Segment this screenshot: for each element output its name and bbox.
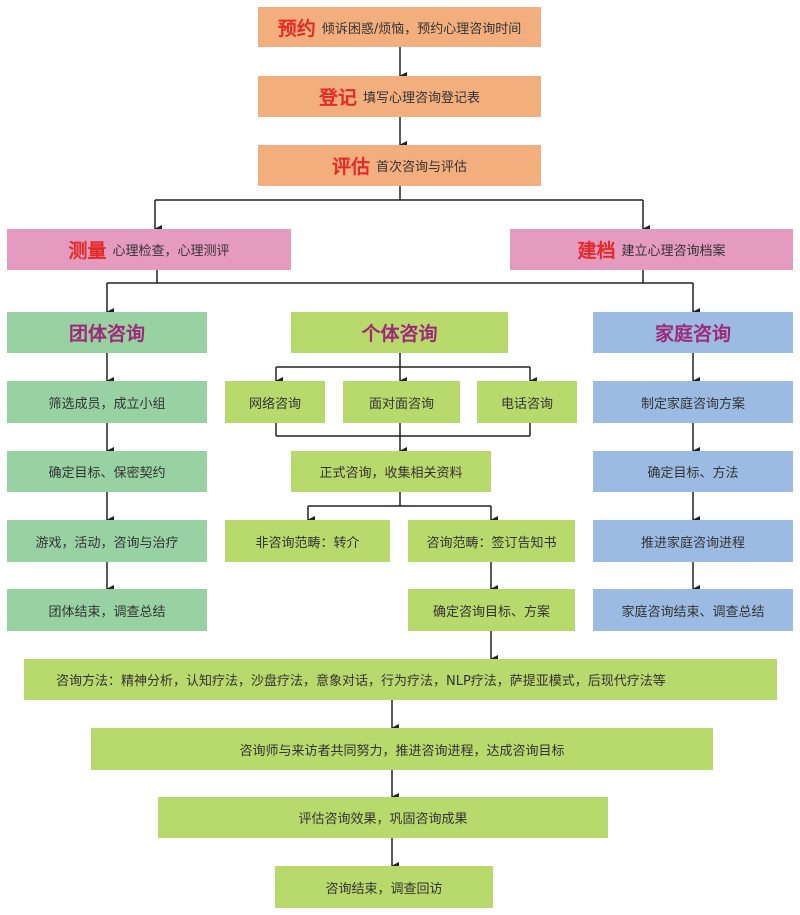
- family-step: 家庭咨询结束、调查总结: [593, 589, 793, 631]
- step-assessment: 评估首次咨询与评估: [258, 145, 541, 186]
- group-step: 确定目标、保密契约: [7, 451, 207, 492]
- counseling-methods: 咨询方法：精神分析，认知疗法，沙盘疗法，意象对话，行为疗法，NLP疗法，萨提亚模…: [24, 659, 777, 700]
- end-follow-up: 咨询结束，调查回访: [275, 866, 493, 908]
- step-text: 倾诉困惑/烦恼，预约心理咨询时间: [321, 21, 522, 37]
- mode-phone: 电话咨询: [477, 381, 577, 423]
- group-step: 游戏，活动，咨询与治疗: [7, 520, 207, 562]
- mode-face-to-face: 面对面咨询: [343, 381, 460, 423]
- step-key: 评估: [331, 156, 370, 178]
- family-step: 制定家庭咨询方案: [593, 381, 793, 423]
- step-text: 建立心理咨询档案: [621, 244, 726, 259]
- family-step: 确定目标、方法: [593, 451, 793, 492]
- formal-counseling: 正式咨询，收集相关资料: [291, 451, 491, 492]
- step-key: 预约: [277, 17, 316, 40]
- step-key: 建档: [577, 240, 616, 262]
- family-counseling-title: 家庭咨询: [593, 312, 793, 353]
- step-archive: 建档建立心理咨询档案: [510, 229, 793, 270]
- step-key: 测量: [68, 240, 107, 262]
- joint-effort: 咨询师与来访者共同努力，推进咨询进程，达成咨询目标: [91, 728, 713, 770]
- group-counseling-title: 团体咨询: [7, 312, 207, 353]
- scope-agreement: 咨询范畴：签订告知书: [408, 520, 575, 562]
- step-measurement: 测量心理检查，心理测评: [7, 229, 291, 270]
- group-step: 团体结束，调查总结: [7, 589, 207, 631]
- mode-online: 网络咨询: [225, 381, 325, 423]
- step-text: 首次咨询与评估: [376, 160, 468, 175]
- step-text: 填写心理咨询登记表: [363, 91, 481, 106]
- step-registration: 登记填写心理咨询登记表: [258, 76, 541, 117]
- non-scope-referral: 非咨询范畴：转介: [225, 520, 390, 562]
- step-key: 登记: [318, 87, 357, 109]
- step-text: 心理检查，心理测评: [112, 244, 230, 259]
- step-appointment: 预约倾诉困惑/烦恼，预约心理咨询时间: [258, 7, 541, 47]
- set-goals: 确定咨询目标、方案: [408, 589, 575, 631]
- individual-counseling-title: 个体咨询: [291, 312, 508, 353]
- family-step: 推进家庭咨询进程: [593, 520, 793, 562]
- group-step: 筛选成员，成立小组: [7, 381, 207, 423]
- evaluate-effect: 评估咨询效果，巩固咨询成果: [158, 797, 608, 838]
